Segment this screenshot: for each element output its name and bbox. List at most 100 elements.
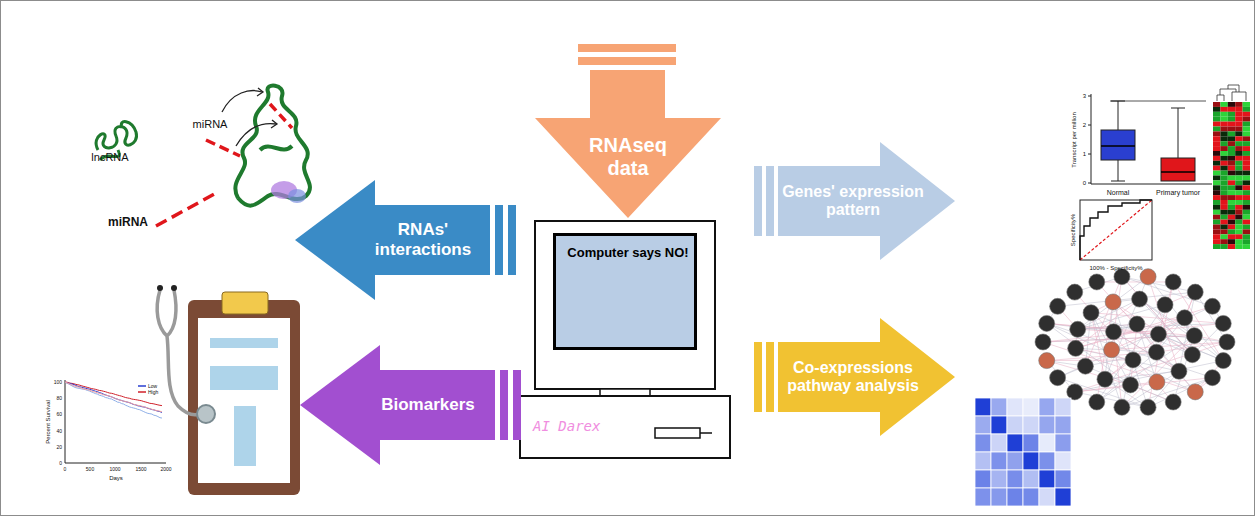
computer-drawing-stroke bbox=[520, 396, 730, 458]
text-area: Computer says NO! bbox=[564, 246, 692, 306]
heatmap-stroke bbox=[1220, 127, 1227, 132]
heatmap-stroke bbox=[1228, 117, 1235, 122]
heatmap-stroke bbox=[1243, 234, 1250, 239]
chart-label: 500 bbox=[86, 467, 94, 472]
network-graph-stroke bbox=[1148, 282, 1173, 407]
chart-label: 3 bbox=[1083, 93, 1086, 99]
heatmap-stroke bbox=[1228, 171, 1235, 176]
heatmap-stroke bbox=[1243, 166, 1250, 171]
box-plot-stroke bbox=[1111, 101, 1125, 102]
correlation-matrix-stroke bbox=[975, 488, 991, 506]
heatmap-stroke bbox=[1243, 215, 1250, 220]
heatmap-stroke bbox=[1228, 210, 1235, 215]
heatmap-stroke bbox=[1243, 151, 1250, 156]
chart-label: Days bbox=[109, 475, 123, 481]
chart-label: 1500 bbox=[135, 467, 146, 472]
heatmap-stroke bbox=[1243, 136, 1250, 141]
chart-label: 0 bbox=[59, 461, 62, 466]
computer-drawing-stroke bbox=[655, 428, 700, 438]
heatmap-stroke bbox=[1235, 205, 1242, 210]
clipboard-stethoscope-stroke bbox=[198, 318, 290, 483]
arrow-bar bbox=[754, 166, 762, 236]
heatmap-stroke bbox=[1228, 229, 1235, 234]
heatmap-stroke bbox=[1213, 215, 1220, 220]
network-graph-stroke bbox=[1149, 374, 1165, 390]
heatmap-stroke bbox=[1243, 190, 1250, 195]
heatmap-stroke bbox=[1228, 102, 1235, 107]
heatmap-stroke bbox=[1228, 234, 1235, 239]
correlation-matrix-stroke bbox=[1023, 434, 1039, 452]
heatmap-stroke bbox=[1213, 180, 1220, 185]
heatmap-stroke bbox=[1228, 220, 1235, 225]
heatmap-stroke bbox=[1220, 136, 1227, 141]
network-graph-stroke bbox=[1077, 358, 1093, 374]
rna-illustration-stroke bbox=[206, 140, 240, 156]
output-arrow: Co-expressions pathway analysis bbox=[752, 316, 957, 438]
heatmap-stroke bbox=[1213, 151, 1220, 156]
correlation-matrix-stroke bbox=[1023, 470, 1039, 488]
arrow-bar bbox=[500, 370, 508, 440]
rna-illustration-stroke bbox=[288, 189, 306, 203]
correlation-matrix-stroke bbox=[975, 470, 991, 488]
survival-plot-stroke bbox=[138, 391, 146, 393]
network-graph-stroke bbox=[1106, 324, 1122, 340]
heatmap-stroke bbox=[1213, 122, 1220, 127]
correlation-matrix-stroke bbox=[991, 416, 1007, 434]
network-graph-stroke bbox=[1050, 298, 1066, 314]
correlation-matrix-stroke bbox=[1023, 452, 1039, 470]
clipboard-stethoscope-stroke bbox=[197, 405, 215, 423]
heatmap-stroke bbox=[1220, 161, 1227, 166]
heatmap-stroke bbox=[1213, 205, 1220, 210]
network-graph-stroke bbox=[1165, 274, 1181, 290]
heatmap-stroke bbox=[1220, 210, 1227, 215]
network-graph-stroke bbox=[1075, 292, 1173, 402]
heatmap-stroke bbox=[1220, 200, 1227, 205]
chart-label: Transcript per million bbox=[1071, 112, 1077, 167]
box-plot-stroke bbox=[1118, 101, 1119, 130]
heatmap-stroke bbox=[1213, 210, 1220, 215]
box-plot-stroke bbox=[1091, 94, 1092, 184]
chart-label: 1000 bbox=[109, 467, 120, 472]
roc-curve-stroke bbox=[1080, 200, 1152, 260]
heatmap-stroke bbox=[1235, 244, 1242, 249]
network-graph-stroke bbox=[1089, 274, 1105, 290]
heatmap-stroke bbox=[1235, 107, 1242, 112]
heatmap-stroke bbox=[1213, 136, 1220, 141]
network-graph-stroke bbox=[1219, 334, 1235, 350]
heatmap-stroke bbox=[1220, 166, 1227, 171]
computer-drawing-stroke bbox=[700, 432, 712, 434]
network-graph-stroke bbox=[1215, 315, 1231, 331]
heatmap-stroke bbox=[1228, 180, 1235, 185]
heatmap-stroke bbox=[1243, 122, 1250, 127]
network-graph-stroke bbox=[1097, 336, 1195, 402]
heatmap-stroke bbox=[1235, 239, 1242, 244]
heatmap-stroke bbox=[1220, 156, 1227, 161]
survival-plot-stroke bbox=[65, 382, 162, 412]
clipboard-stethoscope-stroke bbox=[234, 406, 256, 466]
heatmap-stroke bbox=[1235, 215, 1242, 220]
heatmap-stroke bbox=[1213, 166, 1220, 171]
heatmap-stroke bbox=[1228, 185, 1235, 190]
heatmap-stroke bbox=[1243, 205, 1250, 210]
heatmap-stroke bbox=[1228, 215, 1235, 220]
heatmap-stroke bbox=[1220, 112, 1227, 117]
box-plot-stroke bbox=[1088, 96, 1091, 97]
heatmap-stroke bbox=[1220, 122, 1227, 127]
heatmap-stroke bbox=[1228, 239, 1235, 244]
heatmap-stroke bbox=[1243, 141, 1250, 146]
heatmap-stroke bbox=[1228, 112, 1235, 117]
arrow-bar bbox=[495, 205, 503, 275]
correlation-matrix-stroke bbox=[1039, 416, 1055, 434]
network-graph-stroke bbox=[1097, 281, 1173, 282]
monitor-screen: Computer says NO! bbox=[553, 233, 697, 350]
network-graph-stroke bbox=[1097, 371, 1113, 387]
network-graph bbox=[1035, 269, 1235, 416]
survival-plot-stroke bbox=[138, 385, 146, 387]
heatmap-stroke bbox=[1243, 127, 1250, 132]
network-graph-stroke bbox=[1039, 315, 1055, 331]
network-graph-stroke bbox=[1165, 394, 1181, 410]
arrow-label: Co-expressions pathway analysis bbox=[780, 359, 926, 396]
arrow-label: Biomarkers bbox=[381, 395, 475, 415]
heatmap-stroke bbox=[1235, 190, 1242, 195]
network-graph-stroke bbox=[1184, 347, 1200, 363]
